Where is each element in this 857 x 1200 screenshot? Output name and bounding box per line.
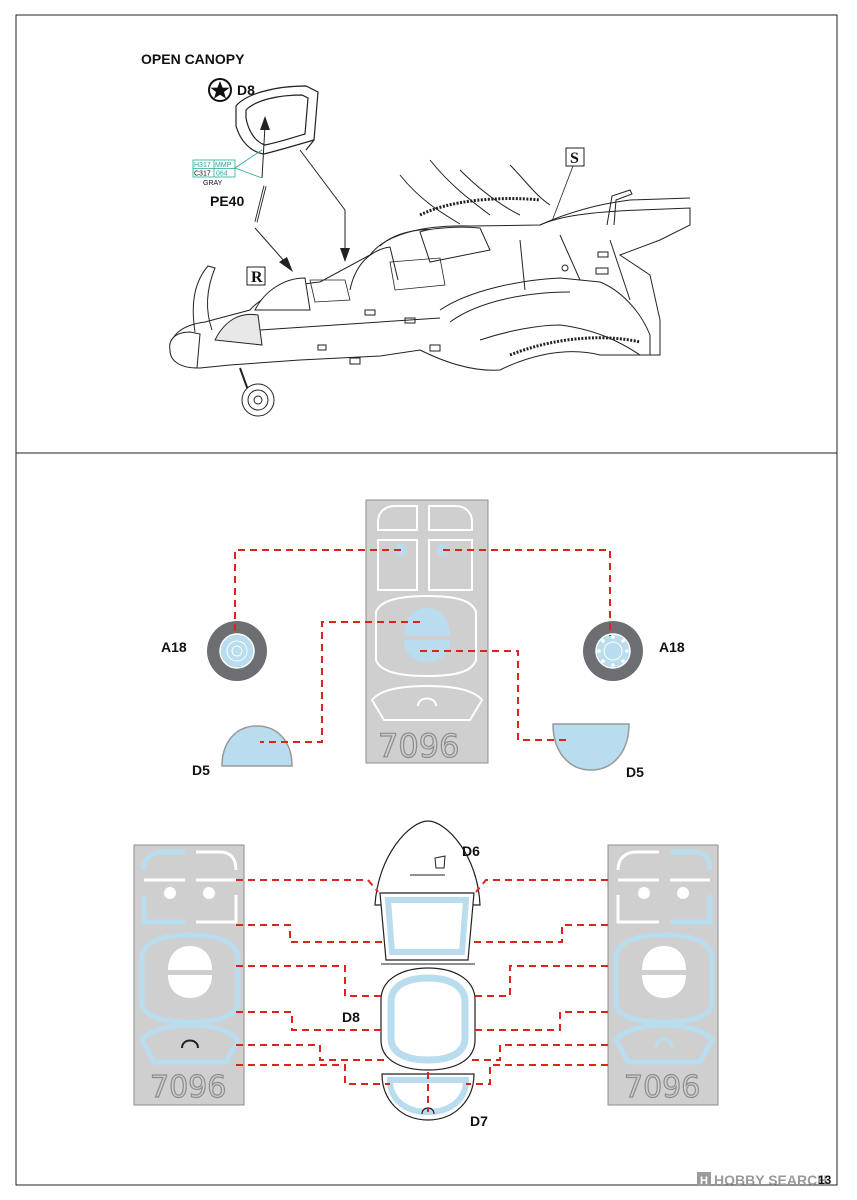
leader-lines-middle xyxy=(234,549,611,743)
mask-d5-right xyxy=(552,723,630,771)
fret-mask-d5-top xyxy=(404,608,450,636)
paint-code-gray: GRAY xyxy=(203,180,223,187)
callout-r: R xyxy=(251,269,263,286)
assembly-arrow-up xyxy=(260,116,270,179)
fret-right-masks xyxy=(613,849,715,1065)
page-frame xyxy=(15,14,838,1186)
star-circle-icon xyxy=(208,78,232,102)
callout-s: S xyxy=(570,150,579,167)
canopy-d6-nose xyxy=(374,820,481,961)
assembly-arrows xyxy=(254,149,346,263)
fret-number-middle: 7096 xyxy=(378,727,459,765)
paint-code-box xyxy=(192,149,263,179)
mask-left-label: D5 xyxy=(192,762,210,778)
nose-label: D6 xyxy=(462,843,480,859)
svg-text:H: H xyxy=(700,1175,708,1187)
arrow-head-1 xyxy=(279,257,293,272)
wheel-right xyxy=(583,621,643,681)
watermark-text: HOBBY SEARCH xyxy=(714,1172,827,1188)
pe-part-label: PE40 xyxy=(210,193,244,209)
watermark-logo: H xyxy=(697,1172,711,1187)
page-number: 13 xyxy=(818,1173,832,1187)
canopy-d8-main xyxy=(380,963,476,1071)
main-canopy-label: D8 xyxy=(342,1009,360,1025)
mask-d5-left xyxy=(221,725,293,767)
paint-code-h317: H317 xyxy=(194,162,211,169)
leader-lines-bottom xyxy=(236,879,608,1112)
fret-number-left: 7096 xyxy=(150,1070,226,1105)
wheel-right-label: A18 xyxy=(659,639,685,655)
open-canopy-part xyxy=(235,85,319,155)
paint-code-064: 064 xyxy=(216,171,228,178)
fret-mask-outlines xyxy=(370,505,484,721)
rear-label: D7 xyxy=(470,1113,488,1129)
paint-code-c317: C317 xyxy=(194,171,211,178)
open-canopy-title: OPEN CANOPY xyxy=(141,51,245,67)
arrow-head-2 xyxy=(340,248,350,262)
callout-s-box xyxy=(565,147,585,167)
wheel-left xyxy=(207,621,267,681)
paint-code-mmp: MMP xyxy=(215,162,232,169)
fret-left-masks xyxy=(139,849,241,1065)
callout-r-box xyxy=(246,266,266,286)
mask-right-label: D5 xyxy=(626,764,644,780)
fret-number-right: 7096 xyxy=(624,1070,700,1105)
aircraft-side-view xyxy=(169,159,691,417)
wheel-left-label: A18 xyxy=(161,639,187,655)
canopy-part-label: D8 xyxy=(237,82,255,98)
